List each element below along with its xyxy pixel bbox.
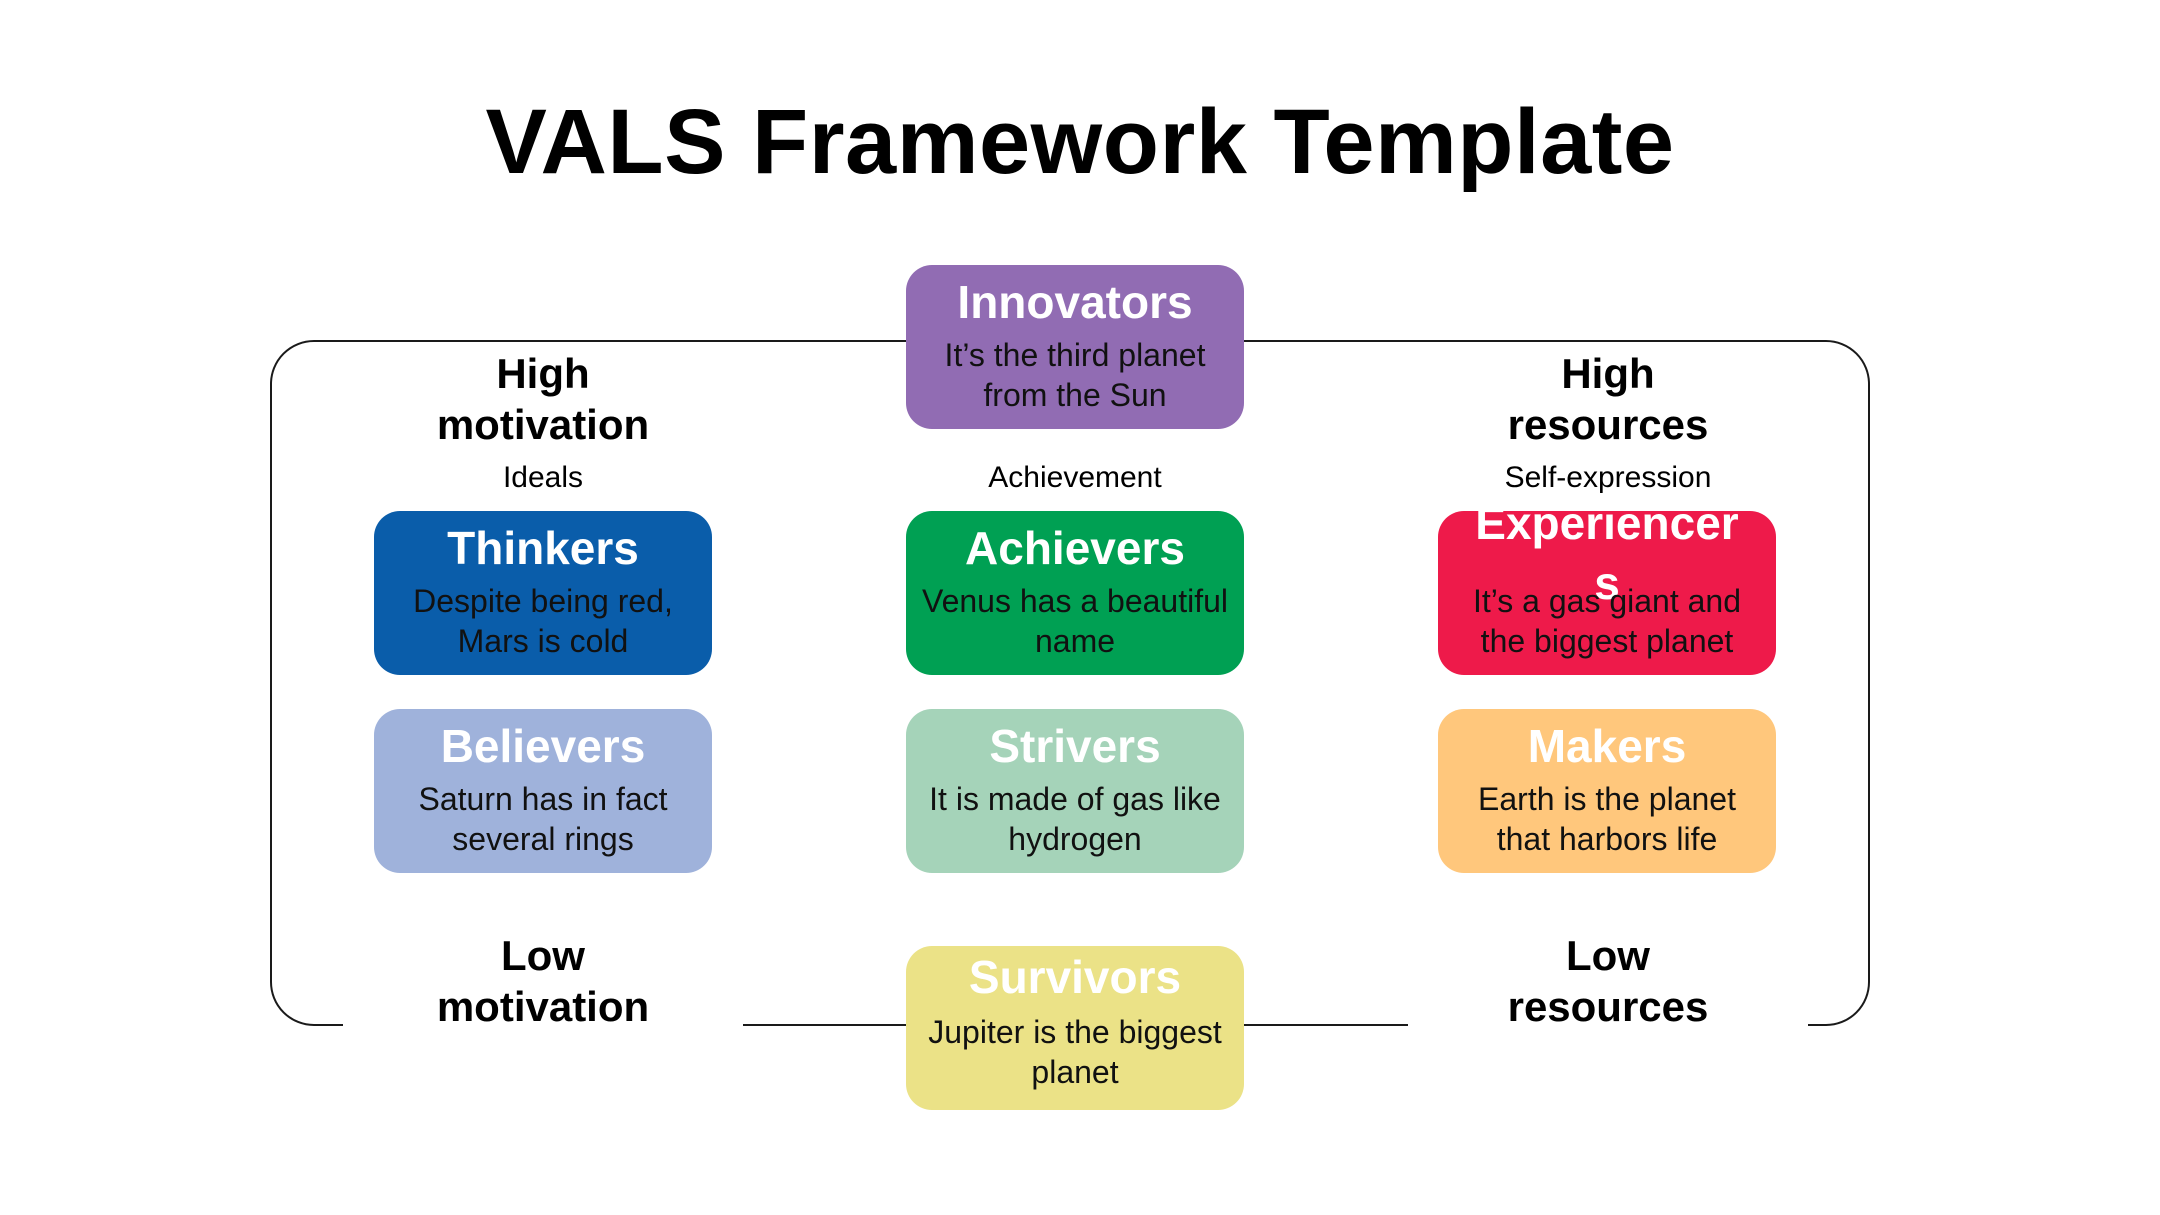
segment-makers: Makers Earth is the planet that harbors … xyxy=(1438,709,1776,873)
segment-title: Survivors xyxy=(968,951,1182,1003)
segment-title: Experiencers xyxy=(1475,497,1739,609)
segment-title: Thinkers xyxy=(447,522,639,574)
segment-experiencers: Experiencers It’s a gas giant and the bi… xyxy=(1438,497,1776,675)
low-resources-label: Low resources xyxy=(1408,930,1808,1032)
segment-achievers: Achievers Venus has a beautiful name xyxy=(906,511,1244,675)
segment-thinkers: Thinkers Despite being red, Mars is cold xyxy=(374,511,712,675)
segment-believers: Believers Saturn has in fact several rin… xyxy=(374,709,712,873)
high-resources-label: High resources xyxy=(1408,348,1808,450)
segment-description: Earth is the planet that harbors life xyxy=(1478,781,1736,857)
segment-title: Believers xyxy=(440,720,646,772)
page-title: VALS Framework Template xyxy=(485,91,1675,193)
segment-title: Makers xyxy=(1527,720,1687,772)
segment-title: Innovators xyxy=(957,276,1193,328)
dimension-self-expression: Self-expression xyxy=(1504,461,1712,494)
dimension-achievement: Achievement xyxy=(988,461,1162,494)
segment-description: Despite being red, Mars is cold xyxy=(413,583,673,659)
high-motivation-label: High motivation xyxy=(343,348,743,450)
segment-title: Strivers xyxy=(989,720,1161,772)
dimension-ideals: Ideals xyxy=(502,461,584,494)
segment-description: It’s a gas giant and the biggest planet xyxy=(1472,583,1742,659)
segment-description: It’s the third planet from the Sun xyxy=(944,337,1206,413)
segment-survivors: Survivors Jupiter is the biggest planet xyxy=(906,946,1244,1110)
low-motivation-label: Low motivation xyxy=(343,930,743,1032)
segment-innovators: Innovators It’s the third planet from th… xyxy=(906,265,1244,429)
segment-description: Jupiter is the biggest planet xyxy=(928,1014,1222,1090)
segment-description: Saturn has in fact several rings xyxy=(418,781,668,857)
segment-description: It is made of gas like hydrogen xyxy=(929,781,1221,857)
segment-strivers: Strivers It is made of gas like hydrogen xyxy=(906,709,1244,873)
segment-description: Venus has a beautiful name xyxy=(921,583,1228,659)
segment-title: Achievers xyxy=(965,522,1185,574)
